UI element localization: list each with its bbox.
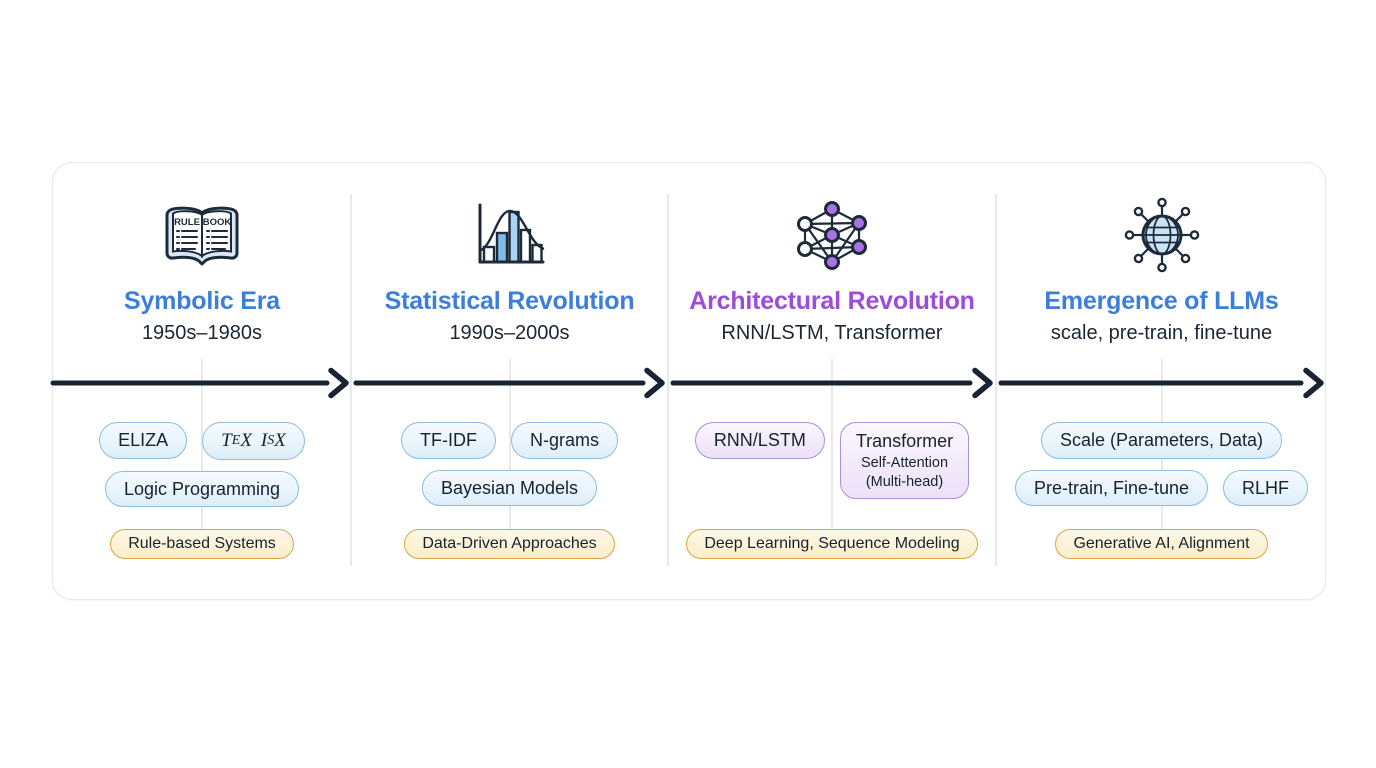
tag-transformer: Transformer Self-Attention (Multi-head) bbox=[839, 422, 970, 499]
era-title: Emergence of LLMs bbox=[1044, 287, 1279, 315]
column-divider bbox=[995, 194, 997, 566]
column-connector-line bbox=[831, 359, 833, 533]
era-subtitle: RNN/LSTM, Transformer bbox=[721, 322, 943, 344]
column-divider bbox=[667, 194, 669, 566]
tag-row: Scale (Parameters, Data) bbox=[1040, 422, 1283, 459]
icon-box bbox=[668, 195, 996, 275]
tag-scale-parameters-data: Scale (Parameters, Data) bbox=[1040, 422, 1283, 459]
book-text: BOOK bbox=[203, 217, 232, 228]
timeline-arrow bbox=[50, 367, 1324, 399]
globe-network-icon bbox=[1124, 197, 1199, 273]
tag-tf-idf: TF-IDF bbox=[401, 422, 496, 459]
tag-row: Pre-train, Fine-tune RLHF bbox=[1014, 469, 1309, 506]
era-subtitle: scale, pre-train, fine-tune bbox=[1050, 322, 1273, 344]
tag-transformer-title: Transformer bbox=[855, 431, 954, 451]
era-subtitle: 1990s–2000s bbox=[449, 322, 570, 344]
icon-box bbox=[351, 195, 668, 275]
tag-bayesian-models: Bayesian Models bbox=[421, 469, 598, 506]
tag-row: Bayesian Models bbox=[421, 469, 598, 506]
tag-group: RNN/LSTM Transformer Self-Attention (Mul… bbox=[672, 422, 992, 499]
icon-box bbox=[996, 195, 1327, 275]
tex-letter: X bbox=[274, 430, 286, 451]
tag-eliza: ELIZA bbox=[99, 422, 188, 459]
bottom-tag-wrap: Data-Driven Approaches bbox=[351, 529, 668, 559]
tag-rnn-lstm: RNN/LSTM bbox=[694, 422, 825, 459]
column-header: Architectural Revolution RNN/LSTM, Trans… bbox=[668, 195, 996, 345]
column-header: Statistical Revolution 1990s–2000s bbox=[351, 195, 668, 345]
column-symbolic-era: RULE BOOK Symb bbox=[53, 163, 352, 601]
histogram-icon bbox=[477, 203, 545, 264]
tag-group: TF-IDF N-grams Bayesian Models bbox=[355, 422, 664, 506]
rule-text: RULE bbox=[174, 217, 200, 228]
tex-letter: T bbox=[221, 430, 232, 451]
bottom-tag-wrap: Rule-based Systems bbox=[53, 529, 351, 559]
tag-transformer-sub: Self-Attention bbox=[860, 454, 949, 471]
rule-book-icon: RULE BOOK bbox=[165, 206, 239, 266]
column-header: RULE BOOK Symb bbox=[53, 195, 351, 345]
neural-network-icon bbox=[797, 200, 867, 270]
tex-letter: X bbox=[240, 430, 252, 451]
column-statistical-revolution: Statistical Revolution 1990s–2000s TF-ID… bbox=[351, 163, 669, 601]
era-title: Statistical Revolution bbox=[384, 287, 635, 315]
tex-letter: I bbox=[260, 430, 268, 451]
tag-data-driven-approaches: Data-Driven Approaches bbox=[404, 529, 615, 559]
tag-logic-programming: Logic Programming bbox=[104, 470, 300, 508]
tag-deep-learning-sequence-modeling: Deep Learning, Sequence Modeling bbox=[686, 529, 978, 559]
tag-pre-train-fine-tune: Pre-train, Fine-tune bbox=[1014, 469, 1209, 506]
column-emergence-of-llms: Emergence of LLMs scale, pre-train, fine… bbox=[996, 163, 1327, 601]
column-connector-line bbox=[508, 359, 511, 533]
era-title: Symbolic Era bbox=[124, 287, 280, 315]
tag-row: RNN/LSTM Transformer Self-Attention (Mul… bbox=[694, 422, 970, 499]
tag-n-grams: N-grams bbox=[510, 422, 618, 459]
tex-letter: S bbox=[267, 433, 275, 449]
icon-box: RULE BOOK bbox=[53, 195, 351, 275]
tag-rlhf: RLHF bbox=[1223, 469, 1309, 506]
tag-rule-based-systems: Rule-based Systems bbox=[110, 529, 294, 559]
era-subtitle: 1950s–1980s bbox=[141, 322, 263, 344]
bottom-tag-wrap: Deep Learning, Sequence Modeling bbox=[668, 529, 996, 559]
tag-generative-ai-alignment: Generative AI, Alignment bbox=[1055, 529, 1268, 559]
era-title: Architectural Revolution bbox=[689, 287, 975, 315]
tag-transformer-sub: (Multi-head) bbox=[865, 473, 944, 490]
tag-group: Scale (Parameters, Data) Pre-train, Fine… bbox=[1000, 422, 1323, 506]
column-header: Emergence of LLMs scale, pre-train, fine… bbox=[996, 195, 1327, 345]
column-architectural-revolution: Architectural Revolution RNN/LSTM, Trans… bbox=[668, 163, 997, 601]
column-connector-line bbox=[201, 359, 203, 533]
bottom-tag-wrap: Generative AI, Alignment bbox=[996, 529, 1327, 559]
column-divider bbox=[350, 194, 352, 566]
tag-row: TF-IDF N-grams bbox=[401, 422, 618, 459]
tex-letter: E bbox=[231, 433, 241, 449]
tag-row: Logic Programming bbox=[104, 470, 300, 508]
